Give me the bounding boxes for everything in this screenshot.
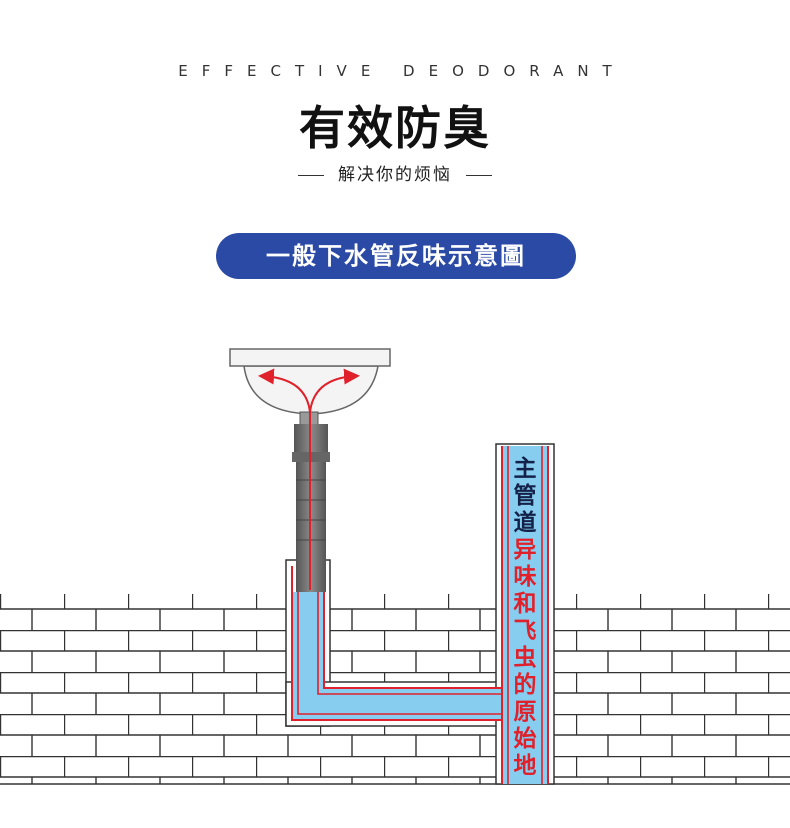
odor-flow-arrows xyxy=(258,368,360,590)
main-pipe-label: 主管道 异味和飞虫的原始地 xyxy=(510,456,540,780)
subtitle: 解决你的烦恼 xyxy=(0,160,790,185)
pipe-label-main: 主管道 xyxy=(513,456,537,536)
pipe-label-odor: 异味和飞虫的原始地 xyxy=(513,537,537,779)
page-title: 有效防臭 xyxy=(299,101,491,155)
subtitle-text: 解决你的烦恼 xyxy=(338,165,452,185)
eyebrow-text: EFFECTIVE DEODORANT xyxy=(178,62,626,80)
left-dash xyxy=(298,174,324,176)
right-dash xyxy=(466,174,492,176)
diagram-banner: 一般下水管反味示意圖 xyxy=(216,233,576,279)
drain-pipe xyxy=(285,443,555,785)
